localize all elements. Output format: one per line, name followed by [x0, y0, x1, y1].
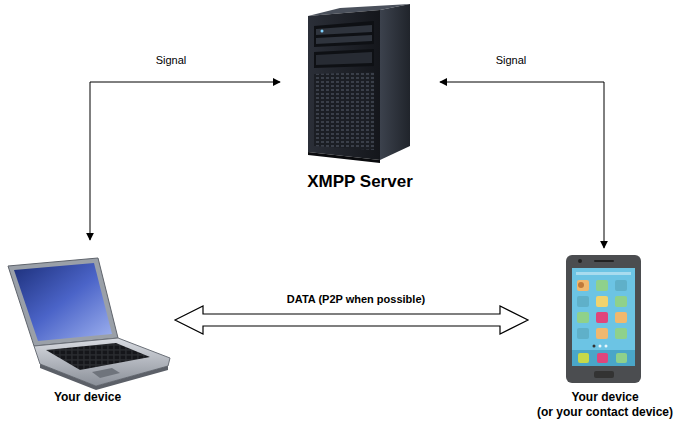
- signal-connector: [440, 82, 604, 248]
- laptop-node: Your device: [0, 240, 175, 405]
- phone-icon: [528, 248, 682, 390]
- node-label: XMPP Server: [307, 172, 413, 192]
- edge-label: Signal: [493, 54, 530, 66]
- edge-label: Signal: [153, 54, 190, 66]
- node-label: Your device: [571, 390, 638, 405]
- laptop-icon: [0, 240, 175, 390]
- node-label: Your device: [54, 390, 121, 405]
- node-label: (or your contact device): [537, 405, 673, 420]
- server-icon: [280, 0, 440, 168]
- phone-node: Your device(or your contact device): [528, 248, 682, 420]
- signal-connector: [90, 82, 280, 240]
- data-arrow: [175, 306, 528, 334]
- edge-label: DATA (P2P when possible): [284, 293, 428, 305]
- server-node: XMPP Server: [280, 0, 440, 192]
